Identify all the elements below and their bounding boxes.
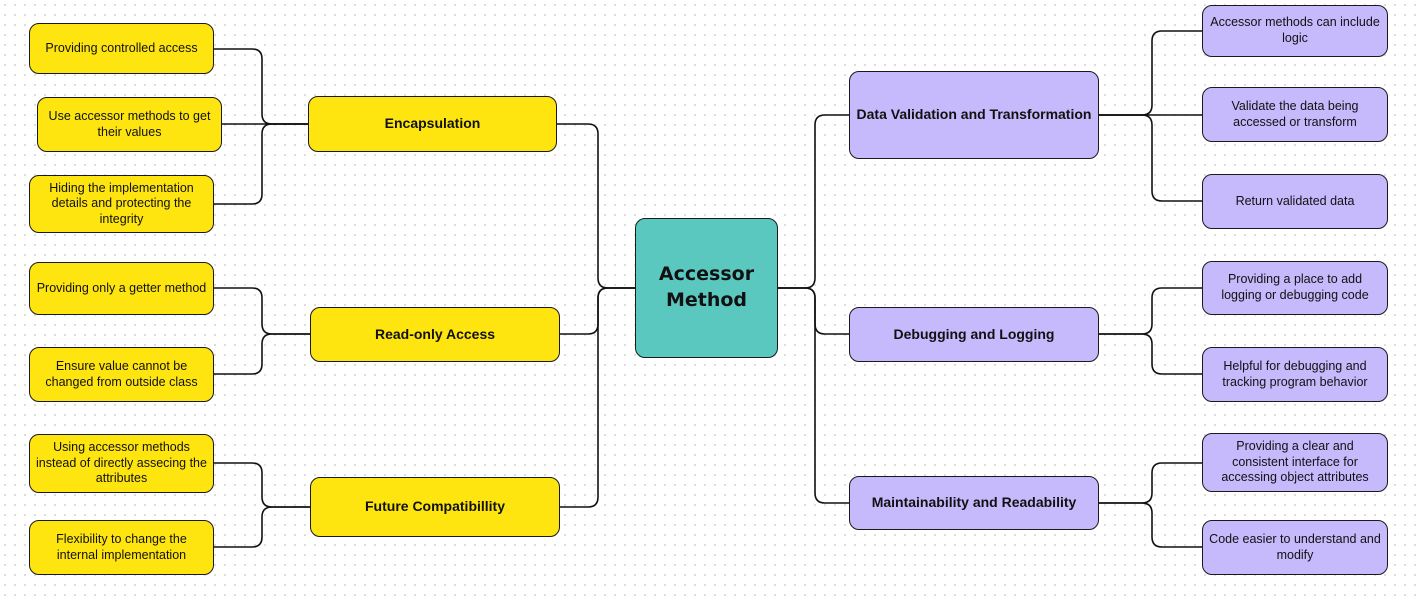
connector-leaf-10 [1099, 114, 1202, 202]
connector-leaf-8 [1099, 30, 1202, 116]
leaf-logging-place[interactable]: Providing a place to add logging or debu… [1202, 261, 1388, 315]
leaf-use-accessor-methods[interactable]: Use accessor methods to get their values [37, 97, 222, 152]
leaf-include-logic[interactable]: Accessor methods can include logic [1202, 5, 1388, 57]
leaf-validate-data[interactable]: Validate the data being accessed or tran… [1202, 87, 1388, 142]
leaf-easier-understand[interactable]: Code easier to understand and modify [1202, 520, 1388, 575]
connector-root-encapsulation [557, 123, 635, 289]
branch-data-validation[interactable]: Data Validation and Transformation [849, 71, 1099, 159]
connector-leaf-3 [214, 123, 308, 205]
branch-maintainability[interactable]: Maintainability and Readability [849, 476, 1099, 530]
connector-leaf-14 [1099, 502, 1202, 548]
leaf-instead-of-direct[interactable]: Using accessor methods instead of direct… [29, 434, 214, 493]
leaf-controlled-access[interactable]: Providing controlled access [29, 23, 214, 74]
leaf-hiding-implementation[interactable]: Hiding the implementation details and pr… [29, 175, 214, 233]
connector-root-maintainability [778, 287, 849, 504]
connector-leaf-12 [1099, 333, 1202, 375]
connector-root-future [560, 287, 635, 508]
branch-read-only-access[interactable]: Read-only Access [310, 307, 560, 362]
leaf-value-cannot-change[interactable]: Ensure value cannot be changed from outs… [29, 347, 214, 402]
connector-leaf-11 [1099, 287, 1202, 335]
connector-root-debugging [778, 287, 849, 335]
connector-leaf-5 [214, 333, 310, 375]
branch-encapsulation[interactable]: Encapsulation [308, 96, 557, 152]
connector-leaf-13 [1099, 462, 1202, 504]
branch-debugging-logging[interactable]: Debugging and Logging [849, 307, 1099, 362]
leaf-return-validated[interactable]: Return validated data [1202, 174, 1388, 229]
branch-future-compatibility[interactable]: Future Compatibillity [310, 477, 560, 537]
leaf-consistent-interface[interactable]: Providing a clear and consistent interfa… [1202, 433, 1388, 492]
leaf-flexibility[interactable]: Flexibility to change the internal imple… [29, 520, 214, 575]
connector-leaf-1 [214, 48, 308, 125]
connector-leaf-4 [214, 287, 310, 335]
connector-root-validation [778, 114, 849, 289]
root-node[interactable]: Accessor Method [635, 218, 778, 358]
leaf-only-getter[interactable]: Providing only a getter method [29, 262, 214, 315]
connector-leaf-7 [214, 506, 310, 548]
leaf-helpful-debugging[interactable]: Helpful for debugging and tracking progr… [1202, 347, 1388, 402]
connector-leaf-6 [214, 462, 310, 508]
